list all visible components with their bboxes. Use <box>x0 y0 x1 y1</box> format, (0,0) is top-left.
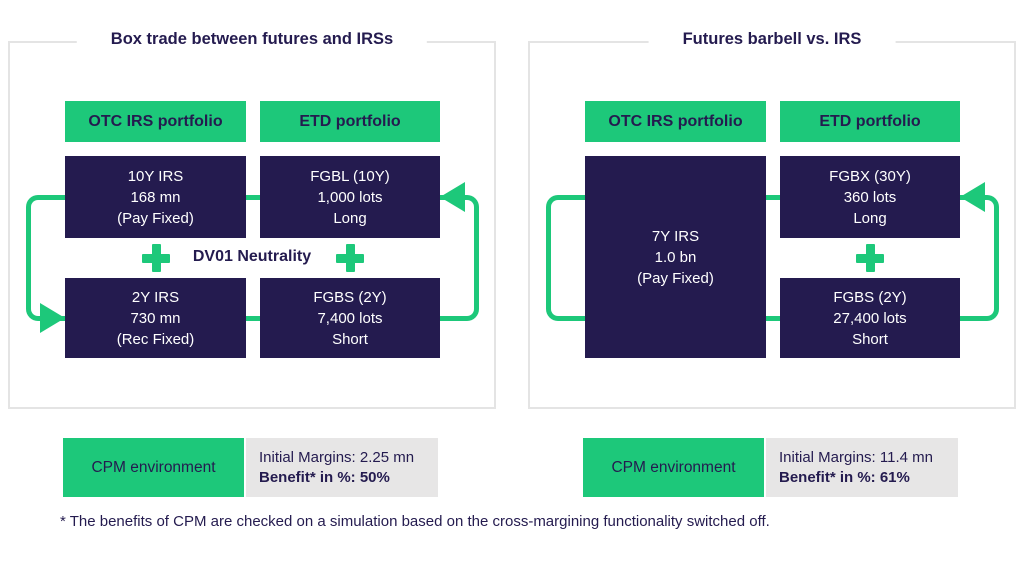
cpm-results-box: Initial Margins: 2.25 mn Benefit* in %: … <box>246 438 438 497</box>
initial-margins-value: Initial Margins: 11.4 mn <box>779 448 933 466</box>
left-flow-bracket <box>546 195 585 321</box>
otc-top-trade-box: 10Y IRS 168 mn (Pay Fixed) <box>65 156 246 238</box>
plus-icon <box>856 244 884 272</box>
otc-irs-portfolio-header: OTC IRS portfolio <box>65 101 246 142</box>
bottom-row-connector-line <box>764 316 782 321</box>
cpm-environment-badge: CPM environment <box>583 438 764 497</box>
plus-icon <box>336 244 364 272</box>
otc-irs-portfolio-header: OTC IRS portfolio <box>585 101 766 142</box>
benefit-value: Benefit* in %: 50% <box>259 468 390 486</box>
cpm-environment-badge: CPM environment <box>63 438 244 497</box>
arrowhead-into-fgbl-icon <box>440 182 465 212</box>
top-row-connector-line <box>764 195 782 200</box>
arrowhead-into-2y-irs-icon <box>40 303 65 333</box>
futures-barbell-title: Futures barbell vs. IRS <box>648 30 896 49</box>
etd-portfolio-header: ETD portfolio <box>260 101 440 142</box>
etd-bottom-trade-box: FGBS (2Y) 27,400 lots Short <box>780 278 960 358</box>
initial-margins-value: Initial Margins: 2.25 mn <box>259 448 415 466</box>
otc-tall-trade-box: 7Y IRS 1.0 bn (Pay Fixed) <box>585 156 766 358</box>
box-trade-panel: Box trade between futures and IRSs OTC I… <box>8 30 496 409</box>
etd-top-trade-box: FGBX (30Y) 360 lots Long <box>780 156 960 238</box>
etd-bottom-trade-box: FGBS (2Y) 7,400 lots Short <box>260 278 440 358</box>
otc-bottom-trade-box: 2Y IRS 730 mn (Rec Fixed) <box>65 278 246 358</box>
futures-barbell-panel: Futures barbell vs. IRS OTC IRS portfoli… <box>528 30 1016 409</box>
top-row-connector-line <box>244 195 262 200</box>
etd-portfolio-header: ETD portfolio <box>780 101 960 142</box>
etd-top-trade-box: FGBL (10Y) 1,000 lots Long <box>260 156 440 238</box>
bottom-row-connector-line <box>244 316 262 321</box>
arrowhead-into-fgbx-icon <box>960 182 985 212</box>
dv01-neutrality-label: DV01 Neutrality <box>192 248 312 265</box>
cpm-results-box: Initial Margins: 11.4 mn Benefit* in %: … <box>766 438 958 497</box>
benefit-value: Benefit* in %: 61% <box>779 468 910 486</box>
right-flow-bracket <box>960 195 999 321</box>
cpm-benefits-footnote: * The benefits of CPM are checked on a s… <box>60 513 770 530</box>
plus-icon <box>142 244 170 272</box>
box-trade-title: Box trade between futures and IRSs <box>76 30 428 49</box>
